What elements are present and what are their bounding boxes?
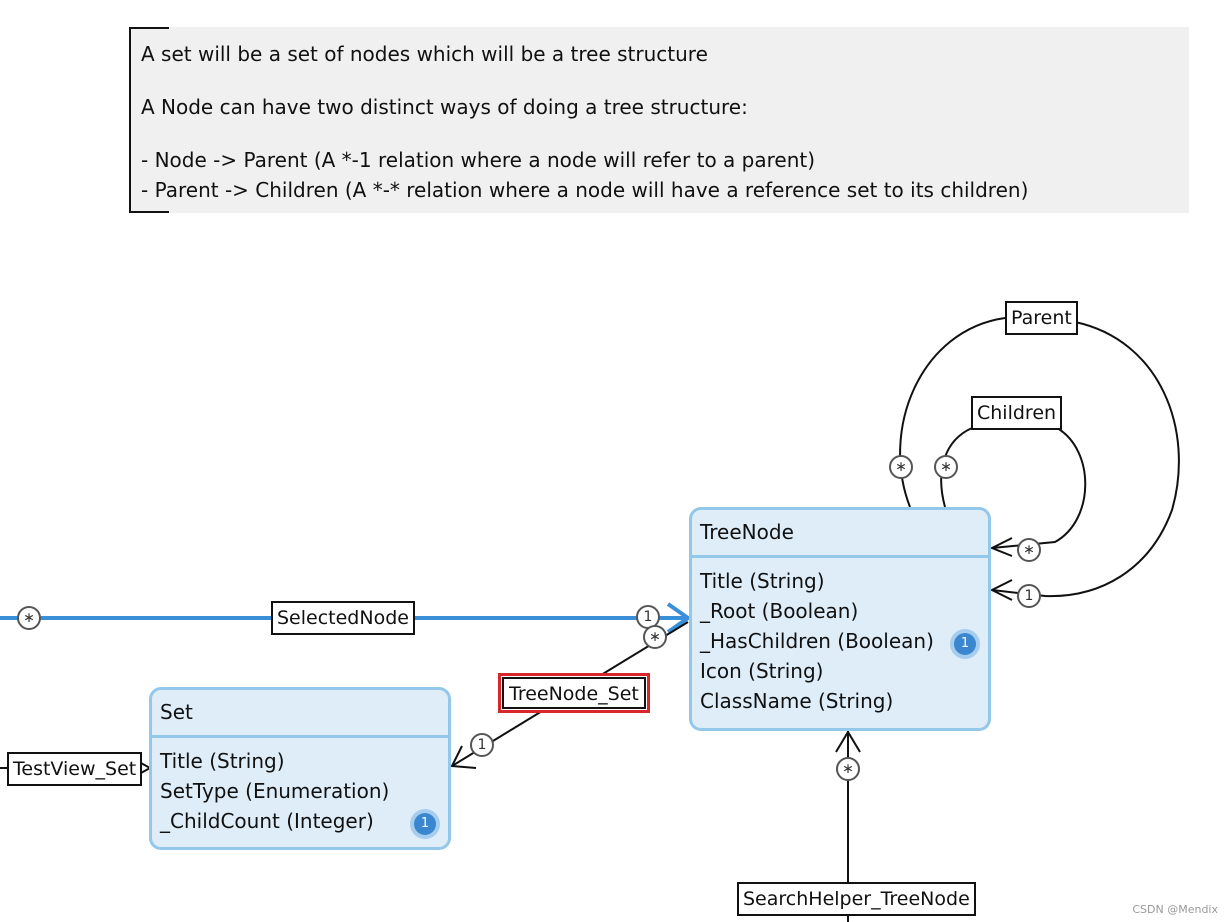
association-label-parent[interactable]: Parent bbox=[1005, 301, 1078, 335]
set-event-badge[interactable]: 1 bbox=[414, 813, 436, 835]
set-attr-title[interactable]: Title (String) bbox=[160, 749, 285, 773]
entity-treenode[interactable]: TreeNode Title (String) _Root (Boolean) … bbox=[689, 507, 991, 731]
treenode-attr-root[interactable]: _Root (Boolean) bbox=[700, 599, 859, 623]
treenode-attr-classname[interactable]: ClassName (String) bbox=[700, 689, 894, 713]
set-attr-settype[interactable]: SetType (Enumeration) bbox=[160, 779, 390, 803]
note-line-3: - Node -> Parent (A *-1 relation where a… bbox=[141, 148, 816, 172]
entity-treenode-title: TreeNode bbox=[692, 510, 988, 558]
treenode-attr-icon[interactable]: Icon (String) bbox=[700, 659, 824, 683]
multiplicity-selectednode-source: ∗ bbox=[17, 606, 41, 630]
association-label-treenode-set[interactable]: TreeNode_Set bbox=[498, 673, 650, 713]
entity-set-title: Set bbox=[152, 690, 448, 738]
multiplicity-parent-target: 1 bbox=[1017, 584, 1041, 608]
association-label-testview-set[interactable]: TestView_Set bbox=[7, 752, 143, 786]
annotation-note[interactable] bbox=[131, 27, 1189, 213]
selectednode-arrowhead bbox=[666, 602, 692, 634]
watermark: CSDN @Mendix bbox=[1132, 903, 1218, 916]
note-line-2: A Node can have two distinct ways of doi… bbox=[141, 95, 748, 119]
note-line-1: A set will be a set of nodes which will … bbox=[141, 42, 708, 66]
association-label-children[interactable]: Children bbox=[971, 396, 1063, 430]
multiplicity-parent-source: ∗ bbox=[889, 455, 913, 479]
searchhelper-treenode-arrowhead bbox=[835, 730, 861, 753]
multiplicity-treenode-set-source: ∗ bbox=[643, 625, 667, 649]
association-label-searchhelper-treenode[interactable]: SearchHelper_TreeNode bbox=[737, 882, 976, 916]
children-arrowhead bbox=[989, 537, 1013, 557]
association-label-selectednode[interactable]: SelectedNode bbox=[271, 601, 415, 635]
annotation-bracket bbox=[129, 27, 169, 213]
multiplicity-searchhelper-target: ∗ bbox=[836, 757, 860, 781]
multiplicity-children-target: ∗ bbox=[1017, 538, 1041, 562]
treenode-set-arrowhead bbox=[450, 745, 477, 769]
parent-arrowhead bbox=[989, 579, 1013, 601]
set-attr-childcount[interactable]: _ChildCount (Integer) bbox=[160, 809, 374, 833]
entity-set[interactable]: Set Title (String) SetType (Enumeration)… bbox=[149, 687, 451, 850]
note-line-4: - Parent -> Children (A *-* relation whe… bbox=[141, 178, 1029, 202]
treenode-attr-title[interactable]: Title (String) bbox=[700, 569, 825, 593]
multiplicity-children-source: ∗ bbox=[934, 455, 958, 479]
treenode-attr-haschildren[interactable]: _HasChildren (Boolean) bbox=[700, 629, 934, 653]
multiplicity-treenode-set-target: 1 bbox=[470, 733, 494, 757]
treenode-event-badge[interactable]: 1 bbox=[954, 633, 976, 655]
